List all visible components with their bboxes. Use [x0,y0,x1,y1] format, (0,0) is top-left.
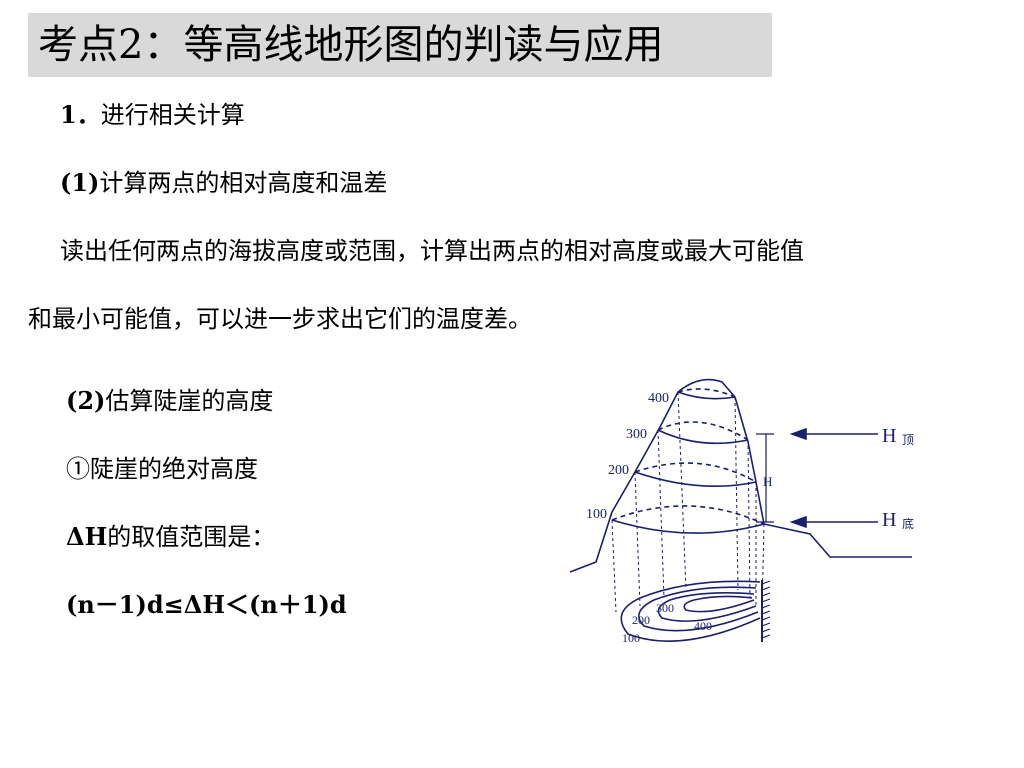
contour-ellipse-200-back [634,462,757,483]
contour-ellipse-100-back [611,505,765,525]
cliff-height-formula: (n－1)d≤ΔH＜(n＋1)d [66,590,347,619]
absolute-height-item: ①陡崖的绝对高度 [66,455,258,483]
contour-ellipse-400-back [677,388,736,398]
delta-h-symbol: ΔH [66,522,108,551]
map-contour-200 [638,586,759,632]
map-label-400: 400 [694,619,712,633]
range-line: ΔH的取值范围是： [66,522,275,552]
cliff-contour-diagram: 400 300 200 100 H H 顶 H 底 300 200 400 10… [569,378,914,645]
h-top-label: H [882,425,896,447]
map-contour-400 [683,595,755,613]
map-label-300: 300 [656,601,674,615]
paragraph-line-2: 和最小可能值，可以进一步求出它们的温度差。 [28,305,532,333]
map-label-100: 100 [622,631,640,645]
subheading-1: (1)计算两点的相对高度和温差 [60,168,387,198]
contour-ellipse-200-front [634,471,757,488]
range-text: 的取值范围是： [107,523,276,551]
map-contour-300 [657,592,757,622]
heading-1-number: 1． [60,100,101,129]
heading-1-text: 进行相关计算 [100,101,245,129]
contour-label-200: 200 [608,463,629,478]
contour-label-300: 300 [626,427,647,442]
subheading-2-number: (2) [66,386,106,415]
h-bottom-label: H [882,509,896,531]
contour-ellipse-100-front [611,519,765,534]
heading-1: 1．进行相关计算 [60,100,245,130]
subheading-1-number: (1) [60,168,100,197]
subheading-1-text: 计算两点的相对高度和温差 [99,169,388,197]
title-banner: 考点2：等高线地形图的判读与应用 [28,13,772,77]
contour-label-100: 100 [586,507,607,522]
slide-title: 考点2：等高线地形图的判读与应用 [38,22,664,68]
cliff-face [734,396,912,558]
contour-ellipse-300-back [657,421,749,441]
paragraph-line-1: 读出任何两点的海拔高度或范围，计算出两点的相对高度或最大可能值 [60,237,804,265]
height-h-label: H [763,474,772,489]
h-bottom-subscript: 底 [902,516,914,531]
contour-label-400: 400 [648,391,669,406]
subheading-2-text: 估算陡崖的高度 [105,387,274,415]
ground-line-left [569,378,736,573]
h-top-subscript: 顶 [902,433,914,447]
subheading-2: (2)估算陡崖的高度 [66,386,273,416]
contour-ellipse-400-front [677,391,736,400]
map-contour-100 [620,580,761,642]
contour-ellipse-300-front [657,429,749,445]
map-label-200: 200 [632,613,650,627]
